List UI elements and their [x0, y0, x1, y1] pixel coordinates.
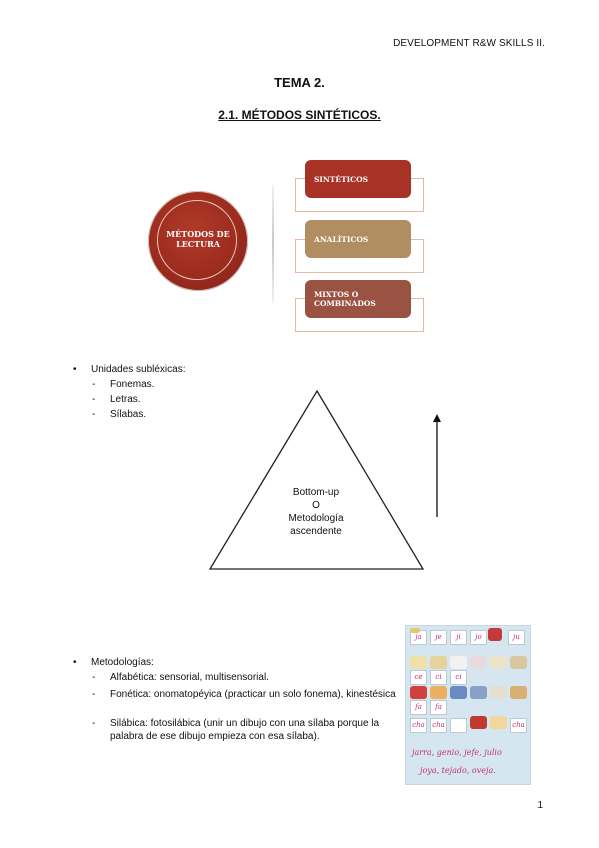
list-item: Sílabas.	[92, 409, 146, 420]
picture-thumb	[450, 686, 467, 699]
bottom-up-triangle	[208, 389, 425, 570]
syllable-worksheet-image: ja je ji jo ju ce ci ci fa fa cha cha ch…	[405, 625, 531, 785]
worksheet-words-line-2: joya, tejado, oveja.	[420, 766, 496, 775]
running-header: DEVELOPMENT R&W SKILLS II.	[393, 38, 545, 49]
picture-thumb	[430, 656, 447, 669]
picture-thumb	[510, 686, 527, 699]
syllable-cell: cha	[410, 718, 427, 733]
picture-thumb	[488, 628, 502, 641]
method-item-mixtos: MIXTOS O COMBINADOS	[305, 280, 411, 318]
bullet-metodologias: Metodologías:	[73, 657, 154, 668]
syllable-cell: ju	[508, 630, 525, 645]
picture-thumb	[410, 628, 420, 633]
syllable-cell: ji	[450, 630, 467, 645]
up-arrow-icon	[433, 414, 441, 517]
list-item: Fonética: onomatopéyica (practicar un so…	[92, 688, 400, 701]
syllable-cell: je	[430, 630, 447, 645]
syllable-cell: ci	[450, 670, 467, 685]
triangle-text: Bottom-up O Metodología ascendente	[266, 486, 366, 538]
picture-thumb	[510, 656, 527, 669]
section-subtitle: 2.1. MÉTODOS SINTÉTICOS.	[218, 108, 381, 122]
list-item: Alfabética: sensorial, multisensorial.	[92, 672, 269, 683]
worksheet-words-line-1: jarra, genio, jefe, julio	[412, 748, 502, 757]
picture-thumb	[450, 656, 467, 669]
center-circle-label: MÉTODOS DE LECTURA	[166, 229, 230, 249]
picture-thumb	[410, 686, 427, 699]
syllable-cell: cha	[510, 718, 527, 733]
page-title: TEMA 2.	[274, 75, 325, 90]
picture-thumb	[410, 656, 427, 669]
center-circle-ring	[157, 200, 237, 280]
list-item: Fonemas.	[92, 379, 155, 390]
syllable-cell: jo	[470, 630, 487, 645]
list-item: Letras.	[92, 394, 140, 405]
picture-thumb	[430, 686, 447, 699]
triangle-line-4: ascendente	[290, 526, 342, 537]
picture-thumb	[490, 686, 507, 699]
picture-thumb	[470, 716, 487, 729]
triangle-line-3: Metodología	[288, 513, 344, 524]
picture-thumb	[470, 656, 487, 669]
diagram-divider	[272, 185, 274, 303]
triangle-line-1: Bottom-up	[292, 487, 340, 498]
picture-thumb	[470, 686, 487, 699]
bullet-unidades: Unidades subléxicas:	[73, 364, 185, 375]
method-item-analiticos: ANALÍTICOS	[305, 220, 411, 258]
page-number: 1	[537, 800, 543, 811]
syllable-cell: ce	[410, 670, 427, 685]
syllable-cell: fa	[430, 700, 447, 715]
syllable-cell	[450, 718, 467, 733]
syllable-cell: cha	[430, 718, 447, 733]
picture-thumb	[490, 656, 507, 669]
triangle-line-2: O	[312, 500, 320, 511]
syllable-cell: fa	[410, 700, 427, 715]
picture-thumb	[490, 716, 507, 729]
method-item-sinteticos: SINTÉTICOS	[305, 160, 411, 198]
syllable-cell: ci	[430, 670, 447, 685]
list-item: Silábica: fotosilábica (unir un dibujo c…	[92, 717, 400, 743]
